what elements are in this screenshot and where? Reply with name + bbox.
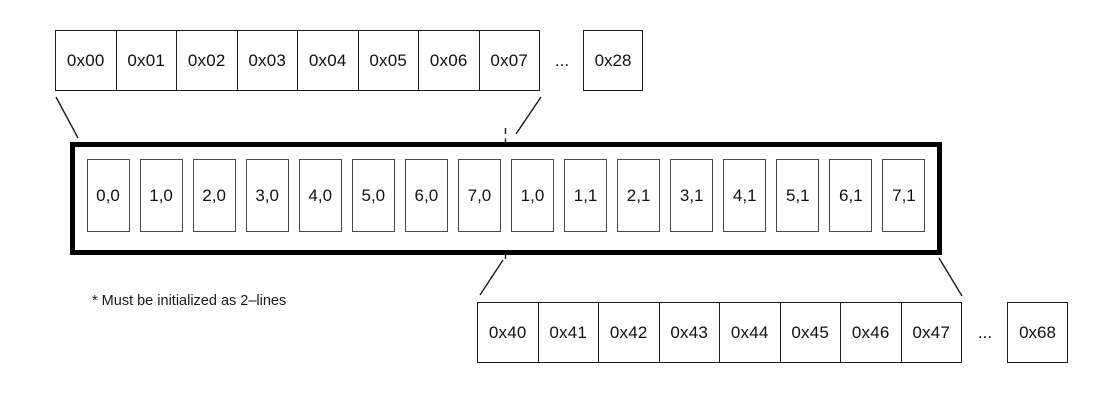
buffer-cell: 1,1 [564, 159, 608, 232]
address-cell: 0x07 [478, 31, 540, 90]
address-cell: 0x46 [840, 303, 901, 362]
address-cell: 0x04 [297, 31, 358, 90]
line-buffer-box: 0,0 1,0 2,0 3,0 4,0 5,0 6,0 7,0 1,0 1,1 … [70, 142, 942, 255]
address-cell: 0x00 [66, 50, 105, 70]
buffer-cell: 7,1 [882, 159, 926, 232]
ellipsis-top: ... [554, 50, 570, 70]
address-row-top: 0x00 0x01 0x02 0x03 0x04 0x05 0x06 0x07 [55, 30, 540, 91]
buffer-cell: 0,0 [86, 159, 130, 232]
address-cell: 0x06 [418, 31, 479, 90]
buffer-cell: 5,0 [351, 159, 395, 232]
leader-line-top-left [55, 96, 79, 139]
address-cell: 0x45 [779, 303, 841, 362]
address-cell: 0x41 [537, 303, 599, 362]
leader-line-bottom-left [479, 259, 504, 296]
leader-line-bottom-right [938, 257, 963, 297]
buffer-cell: 5,1 [776, 159, 820, 232]
init-note: * Must be initialized as 2–lines [92, 293, 287, 309]
buffer-cell: 2,1 [617, 159, 661, 232]
buffer-cell: 3,1 [670, 159, 714, 232]
address-cell-0x28: 0x28 [583, 30, 643, 91]
buffer-cell: 3,0 [245, 159, 289, 232]
address-cell: 0x02 [176, 31, 237, 90]
buffer-cell: 2,0 [192, 159, 236, 232]
address-cell: 0x43 [658, 303, 720, 362]
ellipsis-bottom: ... [977, 322, 993, 342]
address-row-bottom: 0x40 0x41 0x42 0x43 0x44 0x45 0x46 0x47 [477, 302, 962, 363]
buffer-cell: 1,0 [511, 159, 554, 232]
leader-line-top-right [515, 96, 542, 135]
buffer-cell: 6,1 [829, 159, 873, 232]
buffer-cell: 4,1 [723, 159, 767, 232]
buffer-cell: 4,0 [298, 159, 342, 232]
address-cell-0x68: 0x68 [1007, 302, 1068, 363]
address-cell: 0x40 [488, 322, 527, 342]
buffer-cell: 6,0 [404, 159, 448, 232]
address-cell: 0x05 [357, 31, 419, 90]
address-cell: 0x44 [719, 303, 780, 362]
address-cell: 0x47 [900, 303, 962, 362]
buffer-cell: 1,0 [139, 159, 183, 232]
address-cell: 0x03 [236, 31, 298, 90]
address-cell: 0x42 [598, 303, 659, 362]
address-cell: 0x01 [115, 31, 177, 90]
buffer-cell: 7,0 [457, 159, 501, 232]
